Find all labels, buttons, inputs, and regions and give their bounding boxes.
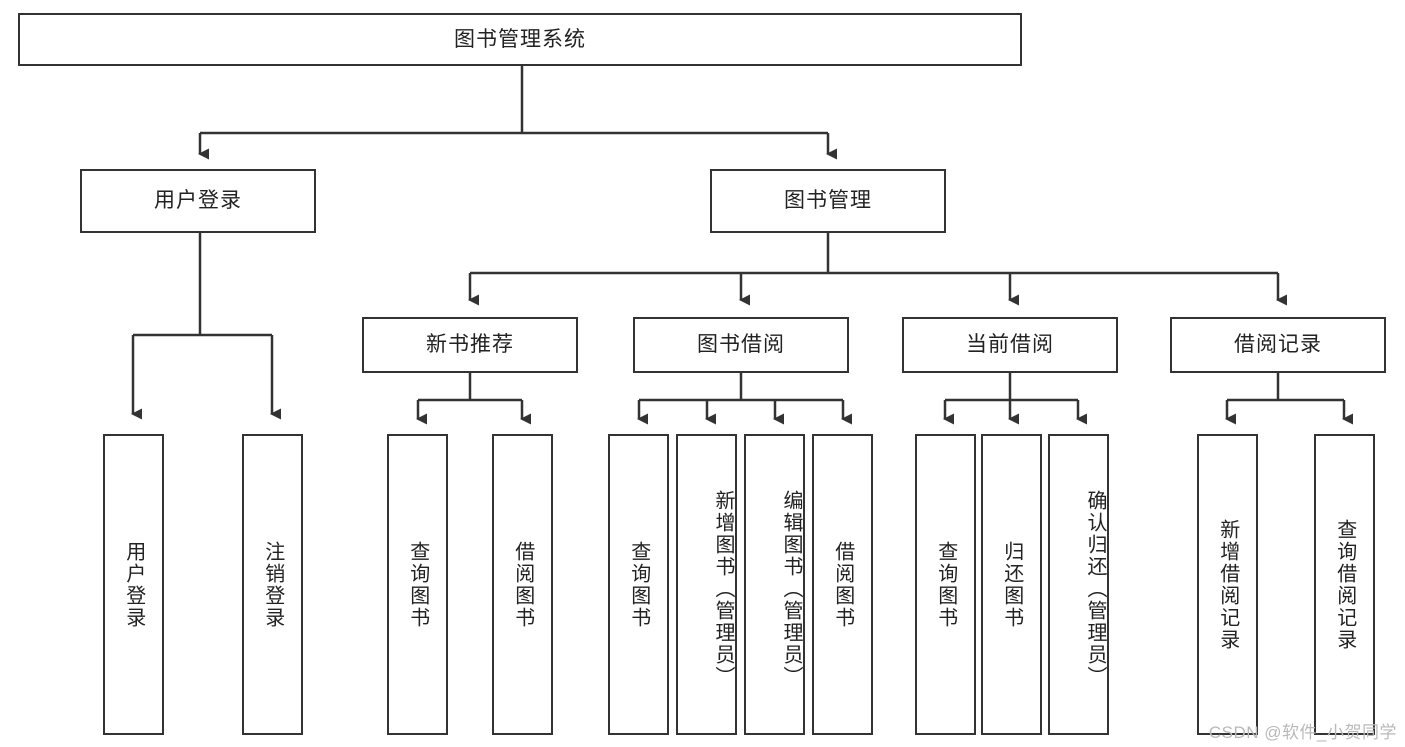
- leaf-borrow-add-book[interactable]: 新增图书（管理员）: [676, 434, 737, 735]
- leaf-label: 查询图书: [627, 540, 650, 629]
- leaf-record-add-record[interactable]: 新增借阅记录: [1197, 434, 1258, 735]
- leaf-label: 编辑图书（管理员）: [780, 489, 802, 688]
- node-current-borrow[interactable]: 当前借阅: [902, 317, 1118, 373]
- leaf-current-return-book[interactable]: 归还图书: [981, 434, 1042, 735]
- leaf-label: 确认归还（管理员）: [1084, 489, 1106, 688]
- leaf-current-confirm-return[interactable]: 确认归还（管理员）: [1048, 434, 1109, 735]
- leaf-label: 归还图书: [1000, 540, 1023, 629]
- node-root-label: 图书管理系统: [454, 27, 586, 51]
- node-book-management-label: 图书管理: [784, 189, 872, 213]
- leaf-label: 新增借阅记录: [1216, 518, 1239, 651]
- node-book-borrow-label: 图书借阅: [697, 333, 785, 357]
- leaf-label: 借阅图书: [831, 540, 854, 629]
- node-borrow-record-label: 借阅记录: [1234, 333, 1322, 357]
- leaf-label: 新增图书（管理员）: [712, 489, 734, 688]
- leaf-user-login-logout[interactable]: 注销登录: [242, 434, 303, 735]
- leaf-recommend-borrow-book[interactable]: 借阅图书: [492, 434, 553, 735]
- leaf-label: 借阅图书: [511, 540, 534, 629]
- leaf-label: 注销登录: [261, 540, 284, 629]
- node-book-borrow[interactable]: 图书借阅: [633, 317, 849, 373]
- node-borrow-record[interactable]: 借阅记录: [1170, 317, 1386, 373]
- leaf-current-query-book[interactable]: 查询图书: [915, 434, 976, 735]
- watermark: CSDN @软件_小贺同学: [1208, 723, 1397, 742]
- leaf-user-login-login[interactable]: 用户登录: [103, 434, 164, 735]
- node-current-borrow-label: 当前借阅: [966, 333, 1054, 357]
- node-new-book-recommend[interactable]: 新书推荐: [362, 317, 578, 373]
- leaf-label: 查询图书: [934, 540, 957, 629]
- leaf-borrow-borrow-book[interactable]: 借阅图书: [812, 434, 873, 735]
- leaf-label: 查询借阅记录: [1333, 518, 1356, 651]
- node-root[interactable]: 图书管理系统: [18, 13, 1022, 66]
- leaf-label: 查询图书: [406, 540, 429, 629]
- node-user-login-label: 用户登录: [154, 189, 242, 213]
- leaf-label: 用户登录: [122, 540, 145, 629]
- leaf-record-query-record[interactable]: 查询借阅记录: [1314, 434, 1375, 735]
- leaf-recommend-query-book[interactable]: 查询图书: [387, 434, 448, 735]
- node-user-login[interactable]: 用户登录: [80, 169, 316, 233]
- node-book-management[interactable]: 图书管理: [710, 169, 946, 233]
- leaf-borrow-edit-book[interactable]: 编辑图书（管理员）: [744, 434, 805, 735]
- node-new-book-recommend-label: 新书推荐: [426, 333, 514, 357]
- leaf-borrow-query-book[interactable]: 查询图书: [608, 434, 669, 735]
